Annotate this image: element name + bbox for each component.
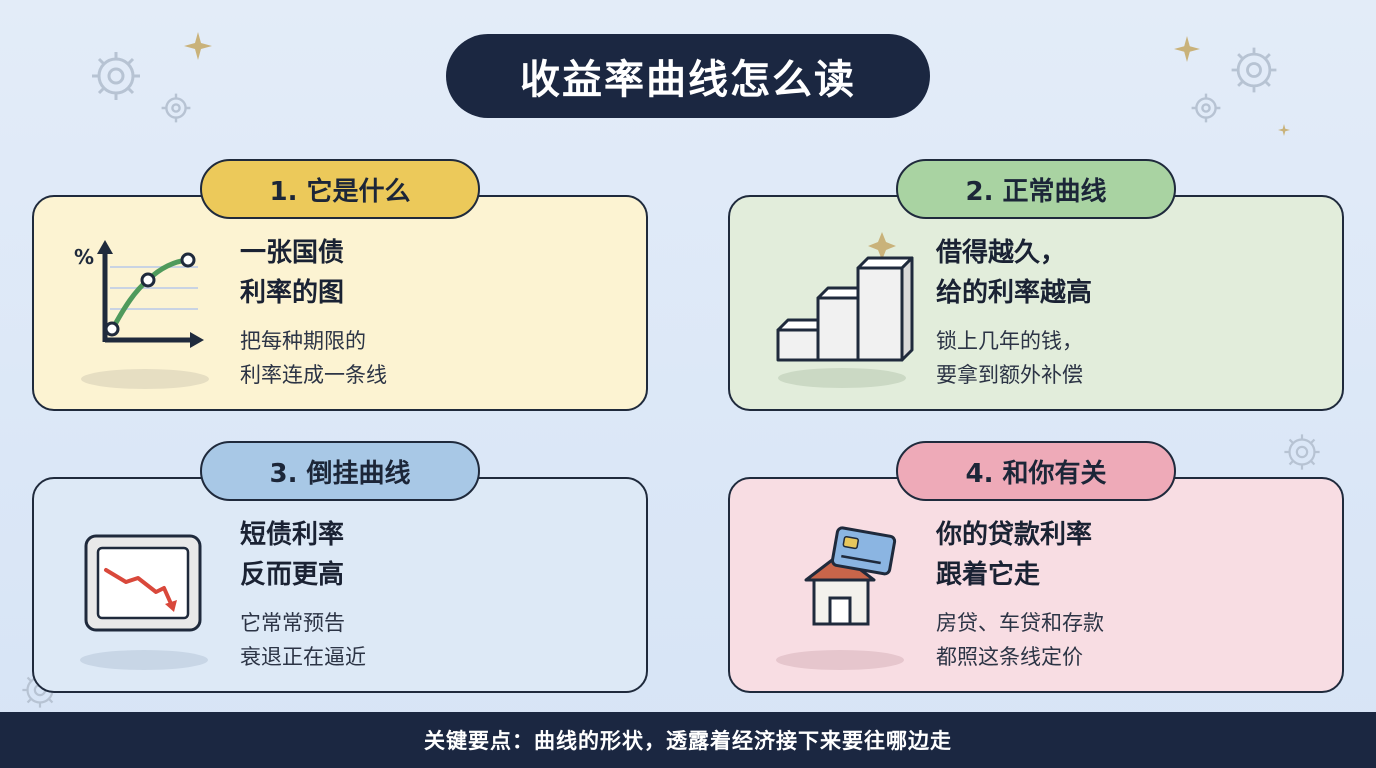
house-and-card-icon — [776, 526, 904, 670]
gear-icon — [1191, 93, 1221, 123]
gear-icon — [1231, 47, 1277, 93]
card-1-heading-line2: 利率的图 — [240, 278, 345, 308]
card-4-heading-line1: 你的贷款利率 — [936, 520, 1093, 550]
card-1-tag: 1. 它是什么 — [200, 159, 480, 219]
gear-icon — [1284, 434, 1320, 470]
card-4-tag: 4. 和你有关 — [896, 441, 1176, 501]
card-3-body-line1: 它常常预告 — [240, 611, 345, 635]
sparkle-icon — [184, 32, 212, 60]
card-3-heading-line1: 短债利率 — [240, 520, 345, 550]
gear-icon — [92, 52, 140, 100]
rising-steps-icon — [776, 232, 914, 388]
card-2-body-line1: 锁上几年的钱， — [936, 329, 1083, 353]
falling-chart-monitor-icon — [80, 534, 208, 670]
sparkle-icon — [1174, 36, 1200, 62]
card-2-heading-line2: 给的利率越高 — [936, 278, 1093, 308]
card-4-body-line2: 都照这条线定价 — [936, 645, 1083, 669]
gear-icon — [161, 93, 191, 123]
card-2-body-line2: 要拿到额外补偿 — [936, 363, 1083, 387]
sparkle-icon — [1278, 124, 1290, 136]
yield-curve-chart-icon: % — [74, 240, 209, 389]
card-1-heading-line1: 一张国债 — [240, 238, 345, 268]
card-4-heading-line2: 跟着它走 — [936, 560, 1041, 590]
page-title: 收益率曲线怎么读 — [446, 34, 930, 118]
card-2-heading-line1: 借得越久， — [936, 238, 1067, 268]
card-4-body-line1: 房贷、车贷和存款 — [936, 611, 1104, 635]
card-2-tag: 2. 正常曲线 — [896, 159, 1176, 219]
card-3-heading-line2: 反而更高 — [240, 560, 345, 590]
key-takeaway-banner: 关键要点：曲线的形状，透露着经济接下来要往哪边走 — [0, 712, 1376, 768]
percent-axis-label: % — [74, 245, 94, 269]
card-3-body-line2: 衰退正在逼近 — [240, 645, 366, 669]
card-1-body-line2: 利率连成一条线 — [240, 363, 387, 387]
card-3-tag: 3. 倒挂曲线 — [200, 441, 480, 501]
card-1-body-line1: 把每种期限的 — [240, 329, 366, 353]
